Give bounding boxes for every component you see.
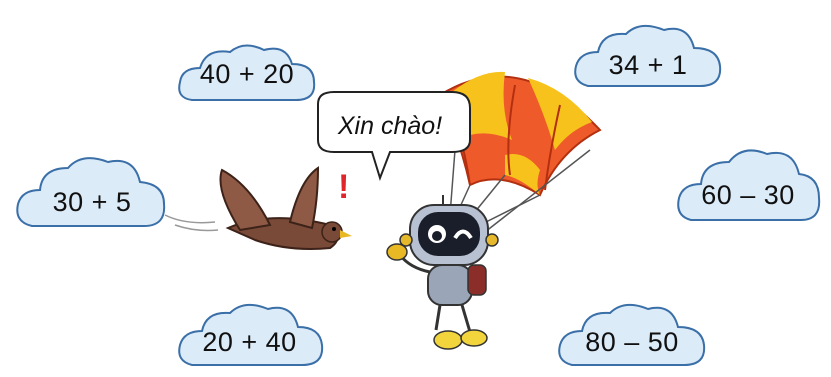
- cloud-shape: [178, 44, 316, 101]
- cloud-expression: 20 + 40: [202, 326, 297, 357]
- cloud-bottom-right[interactable]: 80 – 50: [552, 295, 712, 373]
- cloud-top-right[interactable]: 34 + 1: [568, 18, 728, 96]
- cloud-expression: 40 + 20: [199, 58, 295, 89]
- cloud-shape: [178, 303, 324, 366]
- cloud-shape: [677, 149, 821, 221]
- cloud-shape: [558, 303, 706, 366]
- cloud-shape: [16, 157, 166, 227]
- bird: [164, 166, 352, 250]
- speech-bubble-text: Xin chào!: [337, 111, 443, 140]
- cloud-top-left[interactable]: 40 + 20: [172, 38, 322, 110]
- cloud-mid-left[interactable]: 30 + 5: [12, 148, 172, 236]
- cloud-bottom-left[interactable]: 20 + 40: [172, 295, 327, 373]
- cloud-expression: 34 + 1: [608, 49, 688, 80]
- robot: [386, 195, 499, 350]
- cloud-mid-right[interactable]: 60 – 30: [673, 140, 823, 230]
- speech-bubble: [317, 91, 471, 182]
- parachute: [438, 71, 602, 233]
- exclamation-mark: !: [338, 168, 349, 206]
- cloud-expression: 60 – 30: [701, 179, 795, 210]
- cloud-expression: 80 – 50: [585, 326, 679, 357]
- cloud-expression: 30 + 5: [52, 186, 132, 217]
- cloud-shape: [574, 24, 722, 87]
